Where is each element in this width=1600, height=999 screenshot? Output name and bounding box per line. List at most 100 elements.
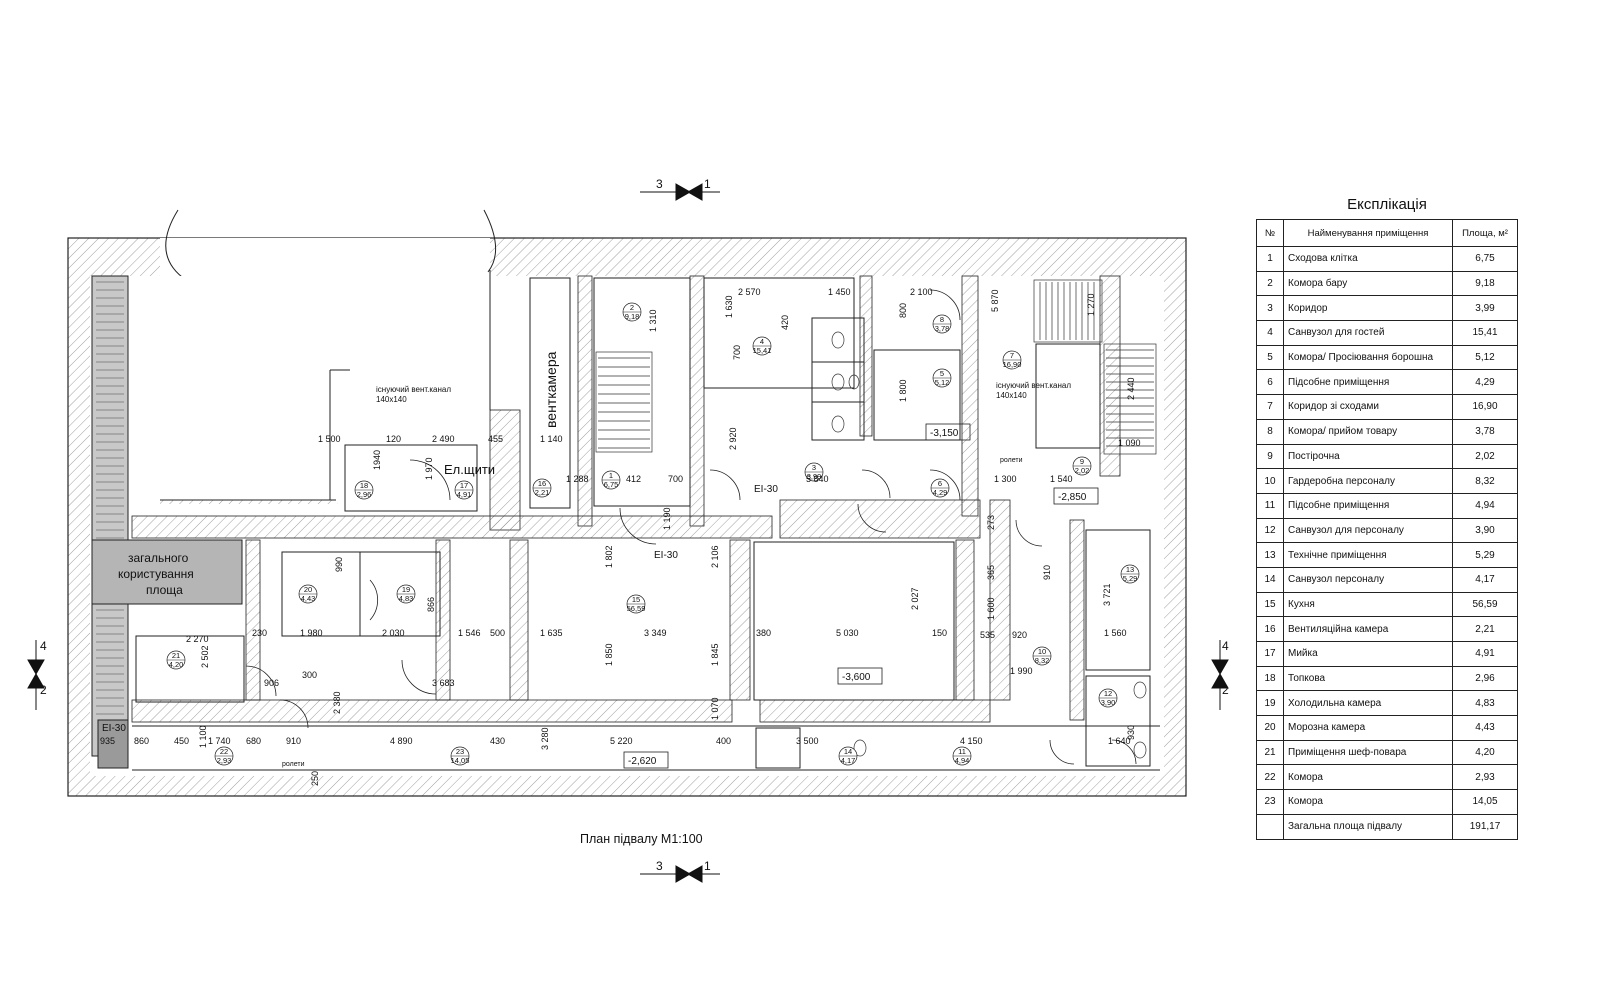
row-name: Сходова клітка <box>1283 246 1453 272</box>
dimension-label: 920 <box>1012 630 1027 640</box>
room-marker: 182,96 <box>354 480 374 500</box>
room-number: 4 <box>760 337 764 346</box>
row-area: 3,78 <box>1452 418 1518 445</box>
room-number: 16 <box>538 479 546 488</box>
header-area: Площа, м² <box>1452 219 1518 247</box>
row-area: 6,75 <box>1452 246 1518 272</box>
room-number: 20 <box>304 585 312 594</box>
common-area-label-3: площа <box>146 583 183 597</box>
row-area: 4,17 <box>1452 566 1518 593</box>
stair-right <box>1033 279 1157 455</box>
row-name: Санвузол персоналу <box>1283 566 1453 593</box>
dimension-label: 1 310 <box>648 309 658 332</box>
row-area: 4,83 <box>1452 690 1518 717</box>
dimension-label: 3 721 <box>1102 583 1112 606</box>
row-num: 15 <box>1256 591 1284 618</box>
dimension-label: 273 <box>986 515 996 530</box>
sanitary-fixtures <box>831 331 1147 759</box>
dimension-label: 700 <box>668 474 683 484</box>
row-name: Комора бару <box>1283 270 1453 297</box>
row-num: 9 <box>1256 443 1284 470</box>
row-num: 5 <box>1256 344 1284 371</box>
dimension-label: 1 630 <box>724 295 734 318</box>
room-marker: 55,12 <box>932 368 952 388</box>
dimension-label: 930 <box>1126 725 1136 740</box>
row-num: 14 <box>1256 566 1284 593</box>
dimension-label: 2 502 <box>200 645 210 668</box>
dimension-label: 680 <box>246 736 261 746</box>
dimension-label: 3 683 <box>432 678 455 688</box>
total-area: 191,17 <box>1452 813 1518 840</box>
dimension-label: 1 970 <box>424 457 434 480</box>
row-name: Підсобне приміщення <box>1283 369 1453 396</box>
row-name: Комора <box>1283 764 1453 791</box>
dimension-label: 1 270 <box>1086 293 1096 316</box>
row-name: Топкова <box>1283 665 1453 692</box>
row-num: 21 <box>1256 739 1284 766</box>
level-2: -2,850 <box>1058 492 1087 503</box>
room-marker: 135,29 <box>1120 564 1140 584</box>
row-area: 2,21 <box>1452 616 1518 642</box>
total-num <box>1256 813 1284 840</box>
row-num: 17 <box>1256 641 1284 667</box>
row-area: 56,59 <box>1452 591 1518 618</box>
room-number: 10 <box>1038 647 1046 656</box>
dimension-label: 935 <box>100 736 115 746</box>
dimension-label: 400 <box>716 736 731 746</box>
room-area: 3,78 <box>935 324 950 333</box>
dimension-label: 990 <box>334 557 344 572</box>
stair-internal <box>595 351 653 453</box>
explication-panel: Експлікація № Найменування приміщення Пл… <box>1256 196 1518 840</box>
row-name: Комора <box>1283 789 1453 815</box>
common-area-label-2: користування <box>118 567 194 581</box>
room-area: 2,96 <box>357 490 372 499</box>
dimension-label: 1 100 <box>198 725 208 748</box>
room-marker: 415,41 <box>753 336 771 356</box>
room-marker: 123,90 <box>1098 688 1118 708</box>
fire-door-label-1: EI-30 <box>754 484 778 495</box>
room-area: 2,93 <box>217 756 232 765</box>
room-number: 21 <box>172 651 180 660</box>
row-name: Коридор <box>1283 295 1453 322</box>
room-number: 23 <box>456 747 464 756</box>
shutters-label-2: ролети <box>282 761 305 768</box>
row-num: 1 <box>1256 246 1284 272</box>
dimension-label: 1 600 <box>986 597 996 620</box>
dimension-label: 420 <box>780 315 790 330</box>
dimension-label: 365 <box>986 565 996 580</box>
row-area: 16,90 <box>1452 394 1518 420</box>
room-area: 4,29 <box>933 488 948 497</box>
dimension-label: 700 <box>732 345 742 360</box>
row-name: Мийка <box>1283 641 1453 667</box>
room-number: 17 <box>460 481 468 490</box>
room-number: 7 <box>1010 351 1014 360</box>
row-name: Морозна камера <box>1283 715 1453 741</box>
dimension-label: 3 280 <box>540 727 550 750</box>
section-mark-bottom-right: 1 <box>704 859 711 873</box>
row-num: 18 <box>1256 665 1284 692</box>
dimension-label: 1 190 <box>662 507 672 530</box>
row-num: 3 <box>1256 295 1284 322</box>
section-mark-right-bottom: 2 <box>1222 683 1229 697</box>
header-num: № <box>1256 219 1284 247</box>
section-mark-top-left: 3 <box>656 177 663 191</box>
room-area: 4,43 <box>301 594 316 603</box>
dimension-label: 1 070 <box>710 697 720 720</box>
room-marker: 144,17 <box>838 746 858 766</box>
dimension-label: 1940 <box>372 450 382 470</box>
dimension-label: 800 <box>898 303 908 318</box>
row-num: 6 <box>1256 369 1284 396</box>
dimension-label: 5 870 <box>990 289 1000 312</box>
row-name: Санвузол для персоналу <box>1283 517 1453 544</box>
